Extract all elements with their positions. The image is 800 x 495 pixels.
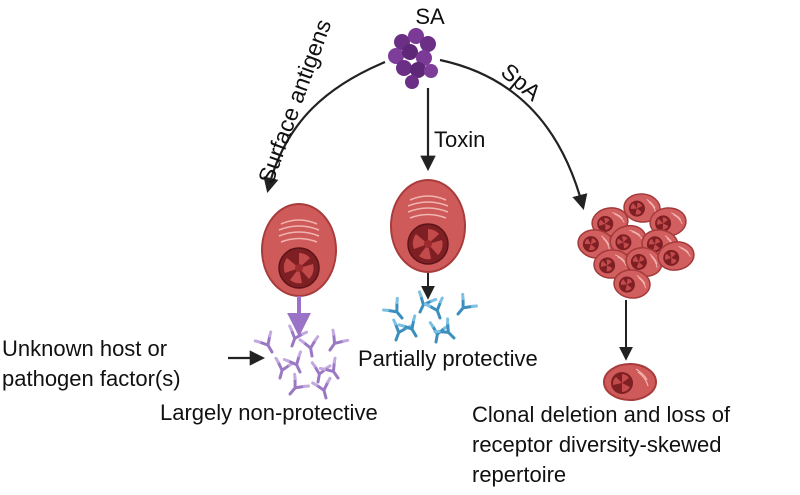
toxin-label: Toxin: [434, 127, 485, 152]
clonal-deletion-label: Clonal deletion and loss of receptor div…: [472, 402, 736, 487]
remaining-plasma-cell: [603, 363, 657, 401]
plasma-cell-cluster: [575, 191, 697, 301]
unknown-factor-line-2: pathogen factor(s): [2, 366, 181, 391]
staph-aureus-cluster: [388, 28, 438, 89]
surface-antigens-arrow: [263, 60, 386, 193]
clonal-deletion-line-1: Clonal deletion and loss of: [472, 402, 731, 427]
unknown-factor-line-1: Unknown host or: [2, 336, 167, 361]
unknown-factor-label: Unknown host or pathogen factor(s): [2, 336, 181, 391]
plasma-cell-left: [261, 203, 337, 297]
clonal-deletion-line-3: repertoire: [472, 462, 566, 487]
spa-label: SpA: [496, 58, 547, 106]
blue-antibodies: [382, 290, 478, 346]
purple-antibodies: [253, 324, 350, 402]
spa-arrow: [439, 58, 588, 210]
clonal-deletion-line-2: receptor diversity-skewed: [472, 432, 721, 457]
plasma-cell-middle: [390, 179, 466, 273]
largely-non-protective-label: Largely non-protective: [160, 400, 378, 425]
surface-antigens-label: Surface antigens: [253, 16, 336, 187]
partially-protective-label: Partially protective: [358, 346, 538, 371]
sa-label: SA: [415, 4, 445, 29]
